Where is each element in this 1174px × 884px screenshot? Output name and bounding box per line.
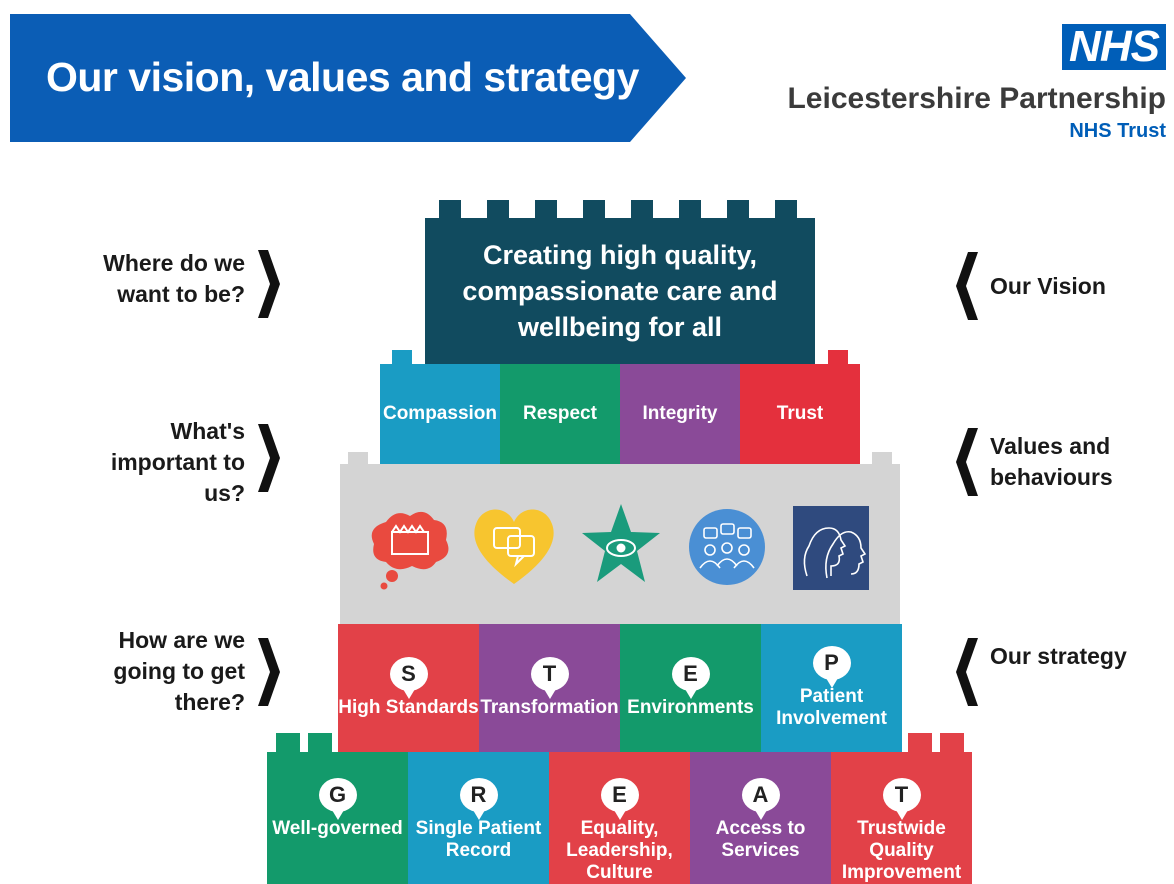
letter-bubble: R [459,778,498,820]
chevron-left-icon [956,428,978,496]
chevron-right-icon [258,638,280,706]
strategy-trustwide-quality-improvement: T Trustwide Quality Improvement [831,752,972,884]
great-stud [908,733,932,752]
strategy-patient-involvement: P Patient Involvement [761,624,902,752]
star-eye-icon [582,504,660,582]
strategy-environments: E Environments [620,624,761,752]
faces-square-icon [793,506,869,590]
strategy-transformation: T Transformation [479,624,620,752]
page-title: Our vision, values and strategy [46,54,639,100]
value-respect: Respect [500,364,620,464]
chevron-left-icon [956,638,978,706]
heart-speech-icon [474,509,554,584]
nhs-logo: NHS [1062,24,1166,70]
strategy-high-standards: S High Standards [338,624,479,752]
chevron-left-icon [956,252,978,320]
great-stud [940,733,964,752]
letter-bubble: S [389,657,428,699]
chevron-right-icon [258,250,280,318]
label-vision: Our Vision [990,273,1106,299]
label-values: Values and behaviours [990,433,1113,490]
value-trust: Trust [740,364,860,464]
org-name: Leicestershire Partnership [787,82,1166,115]
org-subtitle: NHS Trust [1069,120,1166,142]
letter-bubble: P [812,646,851,688]
strategy-well-governed: G Well-governed [267,752,408,884]
vision-block: Creating high quality, compassionate car… [425,218,815,364]
letter-bubble: E [600,778,639,820]
grey-stud-right [872,452,892,464]
great-stud [308,733,332,752]
grey-stud-left [348,452,368,464]
letter-bubble: T [882,778,921,820]
question-how: How are we going to get there? [113,627,245,715]
question-important: What's important to us? [110,418,245,506]
letter-bubble: A [741,778,780,820]
cake-thought-icon [371,511,449,590]
question-where: Where do we want to be? [103,250,245,307]
value-compassion: Compassion [380,364,500,464]
vision-studs [425,200,815,218]
strategy-single-patient-record: R Single Patient Record [408,752,549,884]
strategy-equality-leadership-culture: E Equality, Leadership, Culture [549,752,690,884]
value-stud-left [392,350,412,364]
value-integrity: Integrity [620,364,740,464]
chevron-right-icon [258,424,280,492]
great-stud [276,733,300,752]
vision-text: Creating high quality, compassionate car… [462,240,778,342]
value-stud-right [828,350,848,364]
letter-bubble: T [530,657,569,699]
strategy-access-to-services: A Access to Services [690,752,831,884]
letter-bubble: G [318,778,357,820]
people-circle-icon [689,509,765,585]
letter-bubble: E [671,657,710,699]
title-banner [10,14,686,142]
label-strategy: Our strategy [990,643,1127,669]
